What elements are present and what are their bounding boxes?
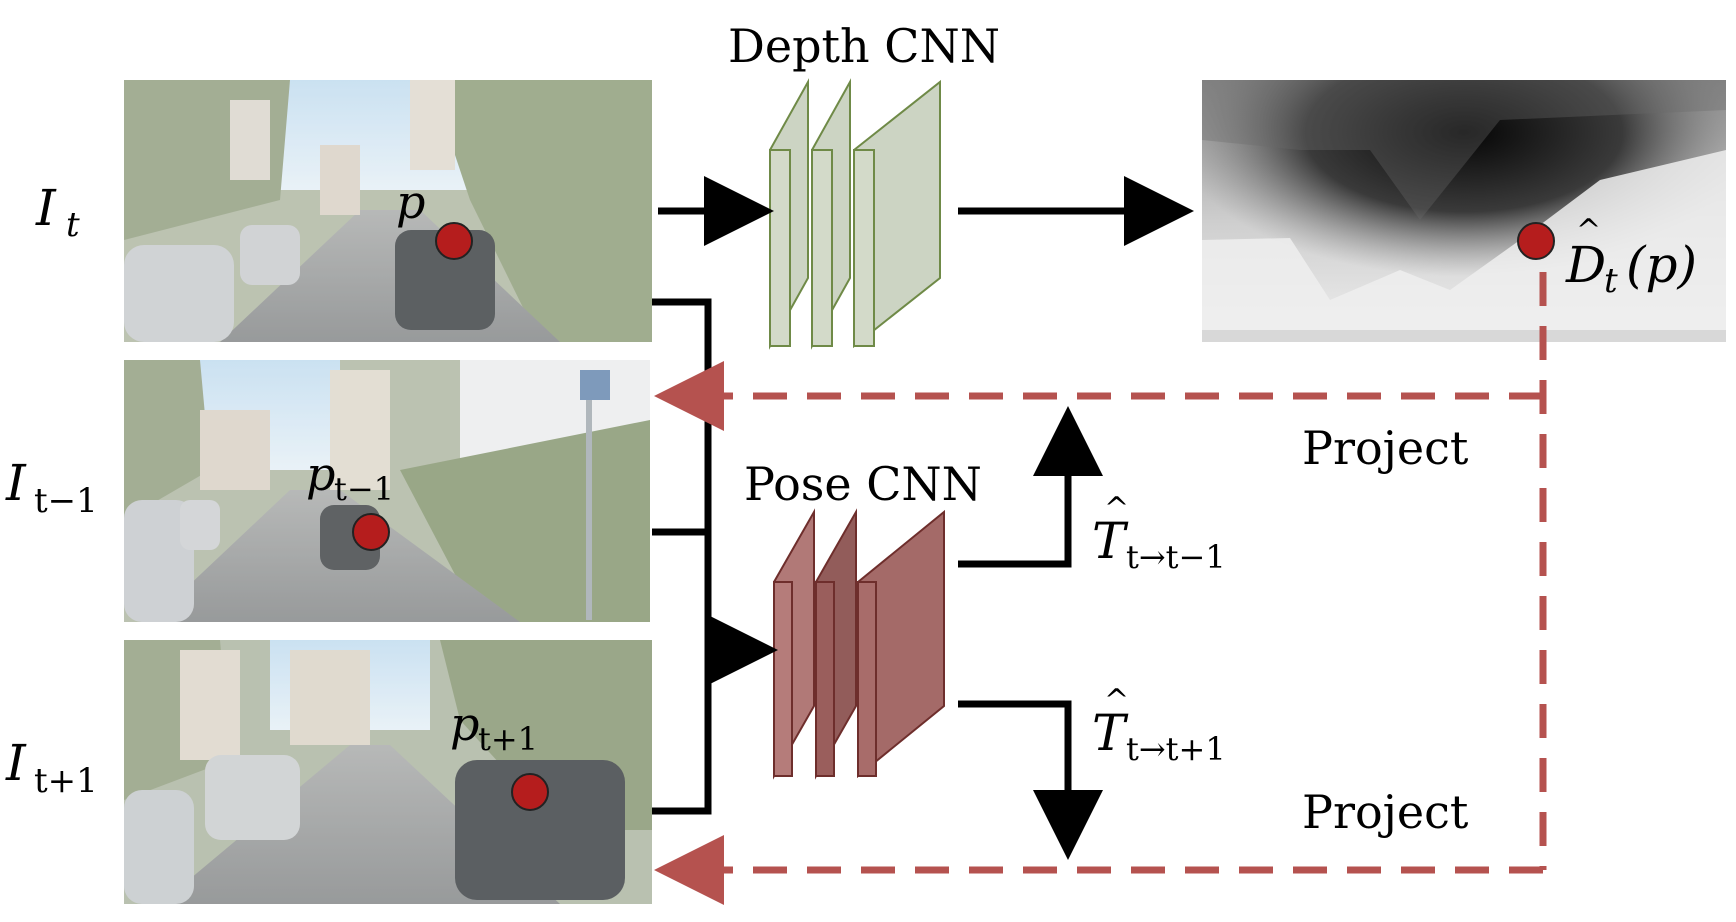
svg-text:t+1: t+1 — [34, 761, 98, 801]
pose-cnn-block — [773, 508, 945, 780]
frame-target-image — [124, 80, 652, 342]
pose-input-bracket — [652, 298, 778, 815]
pose-cnn-layer-2 — [815, 508, 857, 780]
svg-text:(p): (p) — [1626, 236, 1697, 294]
label-frame-prev: I t−1 — [5, 454, 98, 521]
svg-text:I: I — [5, 454, 27, 512]
label-pose-to-next: ^ T t→t+1 — [1092, 683, 1226, 768]
pose-cnn-layer-3 — [857, 509, 945, 779]
svg-text:^: ^ — [1576, 213, 1601, 248]
depth-cnn-title: Depth CNN — [728, 19, 1000, 73]
frame-next-image — [124, 640, 652, 904]
svg-text:T: T — [1092, 704, 1129, 762]
svg-text:t−1: t−1 — [34, 481, 98, 521]
projection-path — [654, 272, 1547, 905]
pose-cnn-title: Pose CNN — [744, 457, 982, 511]
depth-cnn-layer-2 — [811, 78, 851, 350]
svg-text:t: t — [1604, 261, 1618, 301]
svg-text:t→t−1: t→t−1 — [1126, 538, 1226, 576]
label-frame-target: I t — [35, 179, 80, 245]
depth-cnn-layer-1 — [769, 78, 809, 350]
svg-text:^: ^ — [1104, 683, 1129, 718]
svg-text:D: D — [1565, 236, 1606, 294]
arrow-pose-to-next — [958, 700, 1103, 860]
depth-cnn-layer-3 — [853, 79, 941, 349]
depth-cnn-block — [769, 78, 941, 350]
project-label-lower: Project — [1302, 785, 1469, 839]
point-prev: p t−1 — [306, 447, 394, 551]
svg-text:t: t — [66, 205, 80, 245]
svg-text:t+1: t+1 — [478, 720, 538, 758]
frame-prev-image — [124, 360, 650, 622]
svg-text:T: T — [1092, 512, 1129, 570]
svg-text:p: p — [450, 697, 479, 751]
label-depth-output: ^ D t (p) — [1565, 213, 1697, 301]
label-pose-to-prev: ^ T t→t−1 — [1092, 491, 1226, 576]
arrow-pose-to-prev — [958, 406, 1103, 568]
svg-text:p: p — [396, 175, 425, 229]
label-frame-next: I t+1 — [5, 734, 98, 801]
svg-text:I: I — [5, 734, 27, 792]
point-next: p t+1 — [450, 697, 549, 811]
svg-text:^: ^ — [1104, 491, 1129, 526]
project-label-upper: Project — [1302, 421, 1469, 475]
depth-map-image — [1202, 80, 1726, 342]
svg-text:t−1: t−1 — [334, 470, 394, 508]
point-target: p — [396, 175, 473, 260]
svg-text:I: I — [35, 179, 57, 237]
svg-text:t→t+1: t→t+1 — [1126, 730, 1226, 768]
point-depth — [1517, 222, 1555, 260]
pose-cnn-layer-1 — [773, 508, 815, 780]
svg-text:p: p — [306, 447, 335, 501]
